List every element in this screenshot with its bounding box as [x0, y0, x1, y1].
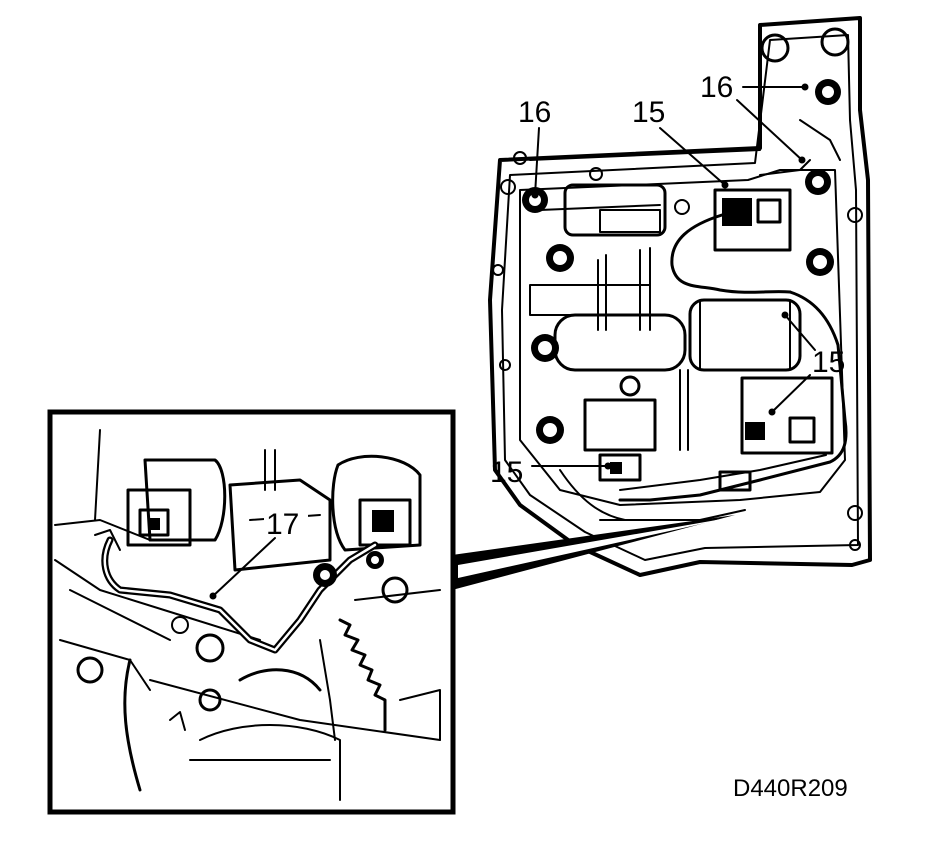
solenoid-right: [688, 298, 802, 372]
callout-15-right: 15: [768, 311, 845, 416]
callout-16-right: 16: [700, 71, 809, 164]
bolt-16-right: [815, 79, 841, 105]
callout-16-left: 16: [518, 96, 551, 199]
inset-content: [54, 429, 441, 801]
callout-17: 17: [209, 506, 308, 600]
callout-17-label: 17: [266, 508, 299, 541]
callout-15-bottom-label: 15: [490, 456, 523, 489]
solenoid-upper: [563, 183, 667, 237]
inset-frame: [47, 409, 456, 815]
solenoid-connector-top: [713, 188, 792, 252]
valve-body-assembly: [488, 16, 872, 577]
callout-15-top: 15: [632, 96, 729, 189]
inset-detail-view: [47, 409, 735, 815]
callout-15-bottom: 15: [490, 456, 612, 489]
solenoid-lower-right: [740, 376, 834, 455]
bolt-16-left: [522, 187, 548, 213]
callout-16-left-label: 16: [518, 96, 551, 129]
figure-id: D440R209: [733, 775, 848, 802]
callout-16-right-label: 16: [700, 71, 733, 104]
bolt-16-mid: [805, 169, 831, 195]
callout-15-right-label: 15: [812, 346, 845, 379]
callout-15-top-label: 15: [632, 96, 665, 129]
solenoid-lower: [583, 398, 657, 482]
